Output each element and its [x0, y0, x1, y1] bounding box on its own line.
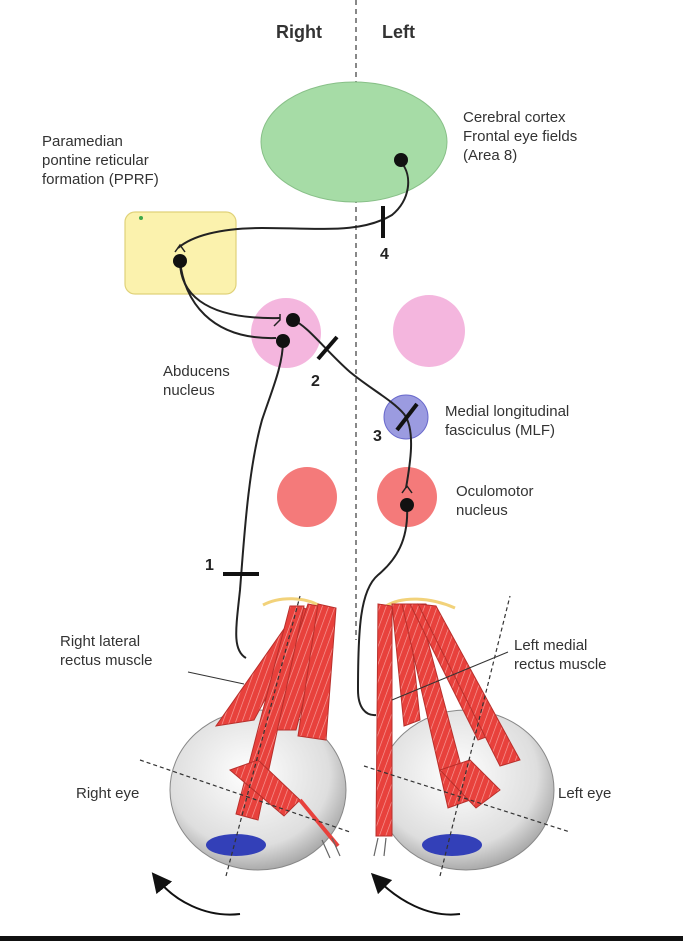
- oculomotor-label-line2: nucleus: [456, 502, 508, 519]
- right-lateral-rectus-label: Right lateral rectus muscle: [60, 632, 153, 670]
- left-medial-rectus-label: Left medial rectus muscle: [514, 636, 607, 674]
- abducens-motor-neuron: [276, 334, 290, 348]
- lesion-2-label: 2: [311, 373, 320, 390]
- pprf-box: [124, 211, 237, 295]
- lesion-1-label: 1: [205, 557, 214, 574]
- lesion-2-bar: [316, 335, 339, 361]
- right-pupil: [206, 834, 266, 856]
- right-eye-group: [139, 595, 351, 877]
- left-medial-rectus-leader: [391, 651, 509, 701]
- lesion-3-bar: [395, 402, 419, 432]
- neurons: [173, 153, 414, 512]
- bottom-bar: [0, 936, 683, 941]
- cortex-label-line3: (Area 8): [463, 147, 518, 164]
- right-lateral-rectus-line1: Right lateral: [60, 633, 141, 650]
- lesion-3-label: 3: [373, 428, 382, 445]
- left-eye-group: [363, 595, 571, 877]
- abducens-label-line1: Abducens: [163, 363, 230, 380]
- right-eye-yellow-rim: [262, 597, 321, 608]
- left-pupil: [422, 834, 482, 856]
- lesion-4-label: 4: [380, 246, 389, 263]
- left-eye-label: Left eye: [558, 785, 612, 802]
- header-right: Right: [276, 22, 322, 42]
- left-eye-rotation-arrow: [370, 872, 461, 916]
- left-oculomotor-nucleus: [377, 467, 437, 527]
- oculomotor-label-line1: Oculomotor: [456, 483, 534, 500]
- left-medial-rectus: [375, 603, 393, 837]
- pprf-neuron: [173, 254, 187, 268]
- left-eye-yellow-rim: [385, 597, 456, 610]
- cortex-neuron: [394, 153, 408, 167]
- left-medial-rectus-line2: rectus muscle: [514, 656, 607, 673]
- abducens-label: Abducens nucleus: [163, 362, 230, 400]
- pprf-label-line3: formation (PPRF): [42, 171, 159, 188]
- left-medial-rectus-line1: Left medial: [514, 637, 588, 654]
- pprf-green-dot: [139, 216, 143, 220]
- pprf-label: Paramedian pontine reticular formation (…: [42, 132, 159, 189]
- header-left: Left: [382, 22, 415, 42]
- left-oblique: [439, 759, 501, 809]
- mlf-label-line1: Medial longitudinal: [445, 403, 570, 420]
- neural-pathways: [177, 161, 413, 717]
- pprf-label-line1: Paramedian: [42, 133, 123, 150]
- mlf-label: Medial longitudinal fasciculus (MLF): [445, 402, 569, 440]
- mlf-label-line2: fasciculus (MLF): [445, 422, 556, 439]
- cortex-label-line2: Frontal eye fields: [463, 128, 578, 145]
- cortex-label: Cerebral cortex Frontal eye fields (Area…: [463, 108, 577, 165]
- right-lateral-rectus-line2: rectus muscle: [60, 652, 153, 669]
- left-muscle-5: [417, 603, 521, 767]
- right-muscle-3: [297, 603, 337, 741]
- right-abducens-nucleus: [251, 298, 321, 368]
- right-oculomotor-nucleus: [277, 467, 337, 527]
- oculomotor-neuron: [400, 498, 414, 512]
- right-lateral-rectus-leader: [187, 671, 245, 685]
- right-eye-rotation-arrow: [151, 872, 241, 916]
- left-abducens-nucleus: [393, 295, 465, 367]
- pprf-label-line2: pontine reticular: [42, 152, 149, 169]
- cerebral-cortex-ellipse: [260, 81, 448, 203]
- abducens-label-line2: nucleus: [163, 382, 215, 399]
- cortex-label-line1: Cerebral cortex: [463, 109, 566, 126]
- oculomotor-label: Oculomotor nucleus: [456, 482, 534, 520]
- synapse-chevrons: [174, 243, 413, 494]
- abducens-interneuron: [286, 313, 300, 327]
- lesion-bars: [223, 206, 419, 576]
- right-eye-label: Right eye: [76, 785, 140, 802]
